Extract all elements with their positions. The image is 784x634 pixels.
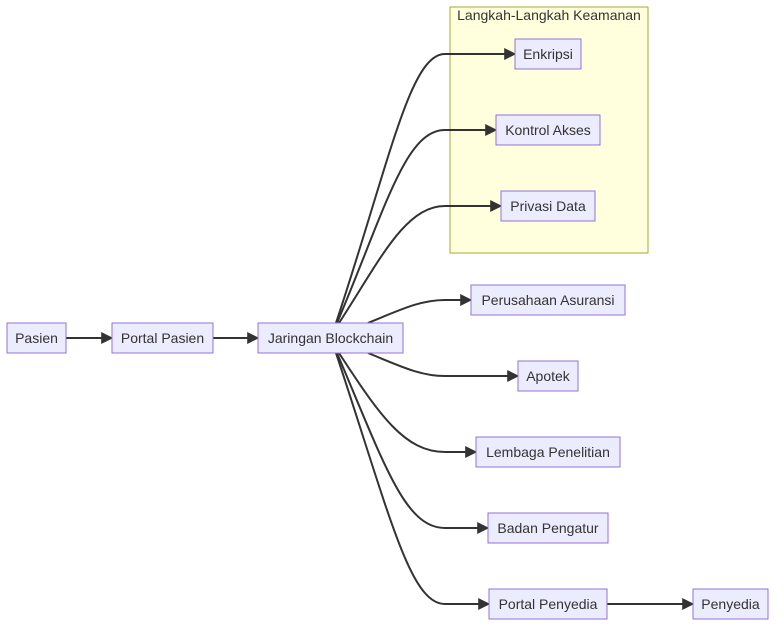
node-label: Pasien	[15, 330, 58, 346]
node-jaringan-blockchain: Jaringan Blockchain	[257, 322, 404, 354]
edge-blockchain-lembaga-penelitian	[338, 352, 478, 458]
edge-blockchain-apotek	[367, 352, 520, 382]
node-label: Kontrol Akses	[505, 122, 591, 138]
node-label: Enkripsi	[523, 46, 573, 62]
edge-blockchain-perusahaan-asuransi	[367, 294, 473, 324]
node-portal-penyedia: Portal Penyedia	[488, 588, 608, 620]
node-pasien: Pasien	[6, 322, 67, 354]
node-label: Portal Pasien	[121, 330, 204, 346]
node-privasi-data: Privasi Data	[500, 190, 596, 222]
node-label: Portal Penyedia	[499, 596, 598, 612]
node-label: Jaringan Blockchain	[268, 330, 393, 346]
node-label: Badan Pengatur	[497, 520, 599, 536]
node-label: Apotek	[526, 368, 571, 384]
node-badan-pengatur: Badan Pengatur	[487, 512, 609, 544]
node-portal-pasien: Portal Pasien	[111, 322, 214, 354]
node-penyedia: Penyedia	[692, 588, 769, 620]
edges	[66, 48, 695, 610]
edge-blockchain-badan-pengatur	[336, 352, 490, 534]
edge-blockchain-kontrol-akses	[336, 124, 498, 324]
node-enkripsi: Enkripsi	[514, 38, 582, 70]
edge-blockchain-enkripsi	[335, 48, 517, 324]
node-perusahaan-asuransi: Perusahaan Asuransi	[470, 284, 626, 316]
node-apotek: Apotek	[517, 360, 579, 392]
node-label: Penyedia	[701, 596, 760, 612]
cluster-label: Langkah-Langkah Keamanan	[457, 7, 641, 23]
node-lembaga-penelitian: Lembaga Penelitian	[475, 436, 621, 468]
node-kontrol-akses: Kontrol Akses	[495, 114, 601, 146]
node-label: Privasi Data	[510, 198, 586, 214]
edge-blockchain-privasi-data	[338, 200, 503, 324]
node-label: Lembaga Penelitian	[486, 444, 610, 460]
node-label: Perusahaan Asuransi	[481, 292, 614, 308]
edge-blockchain-portal-penyedia	[335, 352, 491, 610]
